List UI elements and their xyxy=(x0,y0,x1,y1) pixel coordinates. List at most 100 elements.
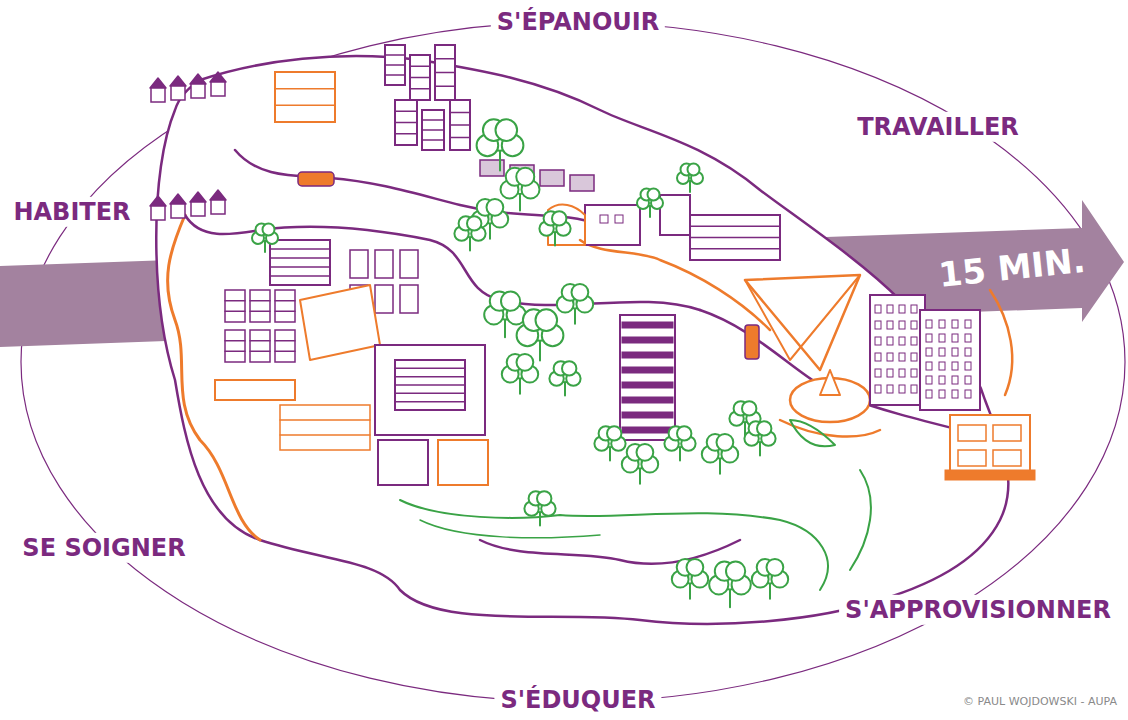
house xyxy=(190,74,206,98)
apartment xyxy=(920,310,980,410)
fence xyxy=(280,405,370,450)
greenhouse xyxy=(275,330,295,362)
shop-window xyxy=(958,425,986,441)
window xyxy=(911,305,917,313)
window xyxy=(899,305,905,313)
window xyxy=(875,369,881,377)
activity-label: SE SOIGNER xyxy=(16,533,191,563)
crop-plot xyxy=(375,250,393,278)
stripe xyxy=(275,88,335,90)
window xyxy=(965,320,971,328)
stripe xyxy=(435,72,455,74)
activity-label: S'ÉPANOUIR xyxy=(491,7,665,37)
tower xyxy=(410,55,430,100)
house xyxy=(210,190,226,214)
tram xyxy=(745,325,759,359)
stripe xyxy=(622,412,673,418)
stripe xyxy=(422,139,444,141)
tree-trunk xyxy=(729,590,731,608)
tree xyxy=(252,224,278,253)
window xyxy=(926,320,932,328)
tree-crown xyxy=(726,562,745,581)
tree-crown xyxy=(607,426,621,440)
canopy xyxy=(745,275,860,360)
window xyxy=(887,321,893,329)
house xyxy=(190,192,206,216)
greenhouse xyxy=(250,290,270,322)
stripe xyxy=(275,311,295,313)
stripe xyxy=(622,382,673,388)
tree-crown xyxy=(648,189,660,201)
window xyxy=(939,348,945,356)
stripe xyxy=(422,129,444,131)
shop-awning xyxy=(945,470,1035,480)
tree xyxy=(672,559,708,599)
window xyxy=(887,305,893,313)
tree xyxy=(477,119,524,170)
tree-trunk xyxy=(689,181,691,192)
tree-crown xyxy=(717,434,734,451)
tree-trunk xyxy=(499,151,501,171)
road xyxy=(235,150,600,225)
window xyxy=(899,385,905,393)
house xyxy=(170,76,186,100)
tree xyxy=(524,491,555,525)
stripe xyxy=(395,401,465,403)
stripe xyxy=(250,300,270,302)
tree xyxy=(752,559,788,599)
tree-trunk xyxy=(539,512,541,525)
window xyxy=(875,321,881,329)
tree-crown xyxy=(742,401,756,415)
window xyxy=(939,362,945,370)
hedge xyxy=(420,520,600,538)
bus xyxy=(298,172,334,186)
stripe xyxy=(622,367,673,373)
tree-crown xyxy=(677,426,691,440)
house-roof xyxy=(190,74,206,84)
crop-plot xyxy=(400,250,418,278)
tree-trunk xyxy=(639,468,641,483)
industry xyxy=(660,195,690,235)
tree-crown xyxy=(572,284,589,301)
tree-crown xyxy=(552,211,566,225)
window xyxy=(965,362,971,370)
stripe xyxy=(622,352,673,358)
greenhouse xyxy=(275,290,295,322)
house-roof xyxy=(190,192,206,202)
activity-label: TRAVAILLER xyxy=(851,112,1025,142)
tree-trunk xyxy=(554,232,556,245)
tree-crown xyxy=(263,224,275,236)
tree-trunk xyxy=(564,382,566,395)
stripe xyxy=(395,111,417,113)
stripe xyxy=(225,340,245,342)
tree-crown xyxy=(536,309,558,331)
tree-trunk xyxy=(489,223,491,238)
window xyxy=(939,376,945,384)
tower xyxy=(395,100,417,145)
stripe xyxy=(395,384,465,386)
tower xyxy=(435,45,455,100)
window xyxy=(965,334,971,342)
greenhouse xyxy=(225,290,245,322)
stripe xyxy=(690,248,780,250)
tree-trunk xyxy=(689,583,691,598)
house-wall xyxy=(211,200,225,214)
statue xyxy=(820,370,840,395)
stripe xyxy=(690,237,780,239)
stripe xyxy=(225,351,245,353)
window xyxy=(939,334,945,342)
tree xyxy=(744,421,775,455)
window xyxy=(911,369,917,377)
window xyxy=(899,369,905,377)
house xyxy=(150,78,166,102)
crop-plot xyxy=(375,285,393,313)
window xyxy=(926,390,932,398)
house xyxy=(170,194,186,218)
road xyxy=(168,215,260,540)
stripe xyxy=(275,340,295,342)
shop-window xyxy=(958,450,986,466)
window xyxy=(615,215,623,223)
tree-trunk xyxy=(769,583,771,598)
window xyxy=(952,334,958,342)
tree-trunk xyxy=(679,447,681,460)
